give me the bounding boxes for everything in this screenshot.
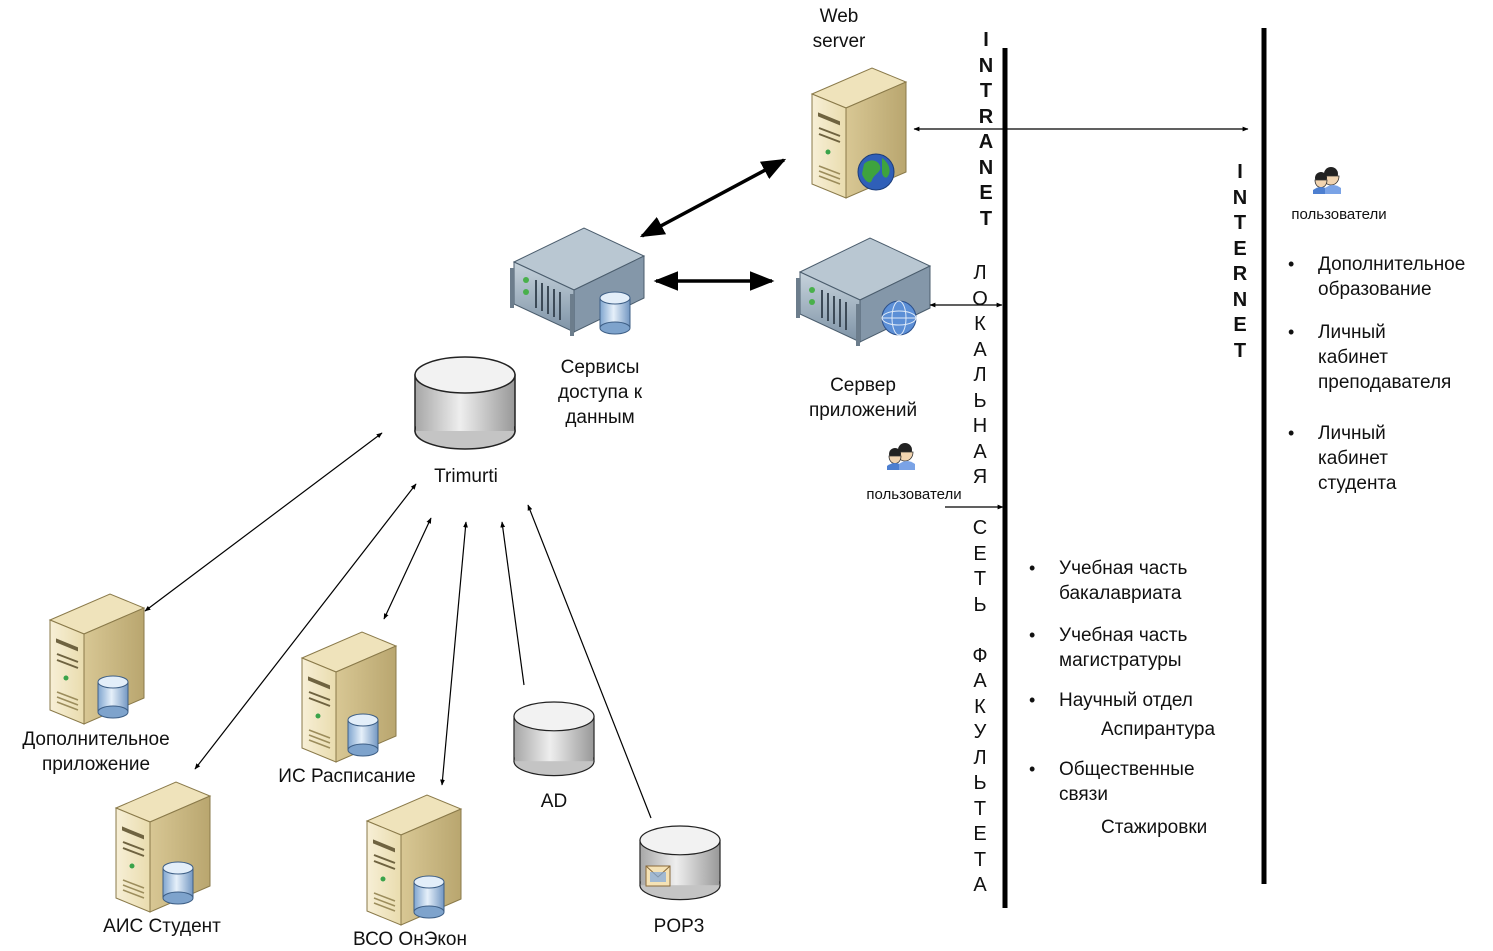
vertical-letter: Е	[973, 823, 987, 845]
vertical-letter	[977, 618, 983, 644]
is-schedule-db-icon	[347, 713, 379, 757]
vertical-letter: N	[1232, 288, 1248, 311]
web-server-label: Web server	[812, 6, 866, 52]
vertical-letter: Ф	[972, 644, 988, 667]
ais-student-db-icon	[162, 861, 194, 905]
ad-label: AD	[540, 791, 568, 812]
vertical-letter: С	[972, 517, 988, 539]
pop3-label: POP3	[653, 916, 705, 937]
trimurti-label: Trimurti	[434, 466, 498, 487]
globe-icon	[857, 153, 895, 191]
arrow-vso-trimurti	[440, 521, 468, 786]
vertical-letter: Л	[973, 746, 987, 769]
list-item: Учебная часть бакалавриата	[1027, 556, 1262, 606]
internet-users-icon	[1312, 166, 1342, 195]
vertical-letter: Ь	[973, 772, 987, 794]
vertical-letter: E	[1233, 237, 1247, 260]
vertical-letter: Н	[972, 415, 988, 437]
mail-icon	[645, 865, 671, 887]
list-item: Личный кабинет студента	[1286, 421, 1491, 496]
vertical-letter: К	[974, 695, 986, 718]
ad-db-icon	[513, 701, 595, 777]
vertical-letter: R	[978, 105, 994, 128]
local-users-label: пользователи	[866, 486, 962, 503]
vertical-letter: E	[979, 182, 993, 204]
pop3-db-icon	[639, 825, 721, 901]
local-users-icon	[886, 442, 916, 471]
vertical-letter: I	[983, 29, 989, 51]
local-services-list: Учебная часть бакалавриата Учебная часть…	[1027, 556, 1262, 853]
vso-db-icon	[413, 875, 445, 919]
vertical-letter	[977, 491, 983, 517]
arrow-ad-trimurti	[500, 521, 525, 686]
vertical-letter: Л	[973, 262, 987, 284]
arrow-schedule-trimurti	[383, 517, 432, 620]
vertical-letter: А	[973, 670, 987, 692]
app-server-globe-icon	[881, 300, 917, 336]
vertical-letter: У	[973, 721, 987, 743]
vertical-letter: Я	[972, 466, 988, 488]
is-schedule-label: ИС Расписание	[278, 766, 416, 787]
additional-app-server-icon	[49, 593, 145, 725]
vertical-letter: T	[1233, 212, 1247, 234]
vertical-letter: К	[974, 313, 986, 335]
vertical-letter: Л	[973, 364, 987, 386]
vertical-letter: N	[978, 54, 994, 77]
vertical-letter: Т	[973, 568, 987, 590]
data-services-db-icon	[599, 291, 631, 335]
ais-student-label: АИС Студент	[103, 916, 221, 937]
vertical-letter: Т	[973, 797, 987, 820]
vertical-letter: N	[1232, 186, 1248, 209]
list-item-sub: Аспирантура	[1101, 719, 1216, 740]
internet-users-label: пользователи	[1291, 206, 1387, 223]
vertical-letter: T	[1233, 339, 1247, 362]
list-item: Личный кабинет преподавателя	[1286, 320, 1491, 395]
arrow-ais-trimurti	[194, 483, 417, 770]
arrow-pop3-trimurti	[527, 504, 652, 819]
vertical-letter: T	[979, 207, 993, 230]
vertical-letter: Е	[973, 542, 987, 565]
arrow-services-web	[639, 158, 787, 238]
list-item-sub: Стажировки	[1101, 817, 1208, 838]
vso-onekon-label: ВСО ОнЭкон	[353, 929, 467, 950]
vertical-letter: О	[972, 287, 988, 310]
vertical-letter: Ь	[973, 593, 987, 616]
data-services-label: Сервисы доступа к данным	[557, 357, 642, 428]
additional-app-db-icon	[97, 675, 129, 719]
arrow-additional-trimurti	[144, 432, 383, 612]
vertical-letter: I	[1237, 161, 1243, 183]
vertical-letter: А	[973, 440, 987, 463]
list-item: Дополнительное образование	[1286, 252, 1491, 302]
vertical-letter: Ь	[973, 389, 987, 412]
vertical-letter: A	[978, 131, 994, 153]
vertical-letter: E	[1233, 314, 1247, 336]
app-server-label: Сервер приложений	[808, 375, 918, 421]
internet-services-list: Дополнительное образование Личный кабине…	[1286, 252, 1491, 509]
vertical-letter: Т	[973, 848, 987, 871]
vertical-letter: T	[979, 80, 993, 102]
vertical-letter: А	[973, 338, 987, 361]
vertical-letter: А	[973, 874, 987, 896]
vertical-letter: R	[1232, 263, 1248, 285]
list-item: Учебная часть магистратуры	[1027, 623, 1262, 673]
additional-app-label: Дополнительное приложение	[22, 729, 170, 775]
vertical-letter: N	[978, 156, 994, 179]
trimurti-db-icon	[414, 356, 516, 450]
